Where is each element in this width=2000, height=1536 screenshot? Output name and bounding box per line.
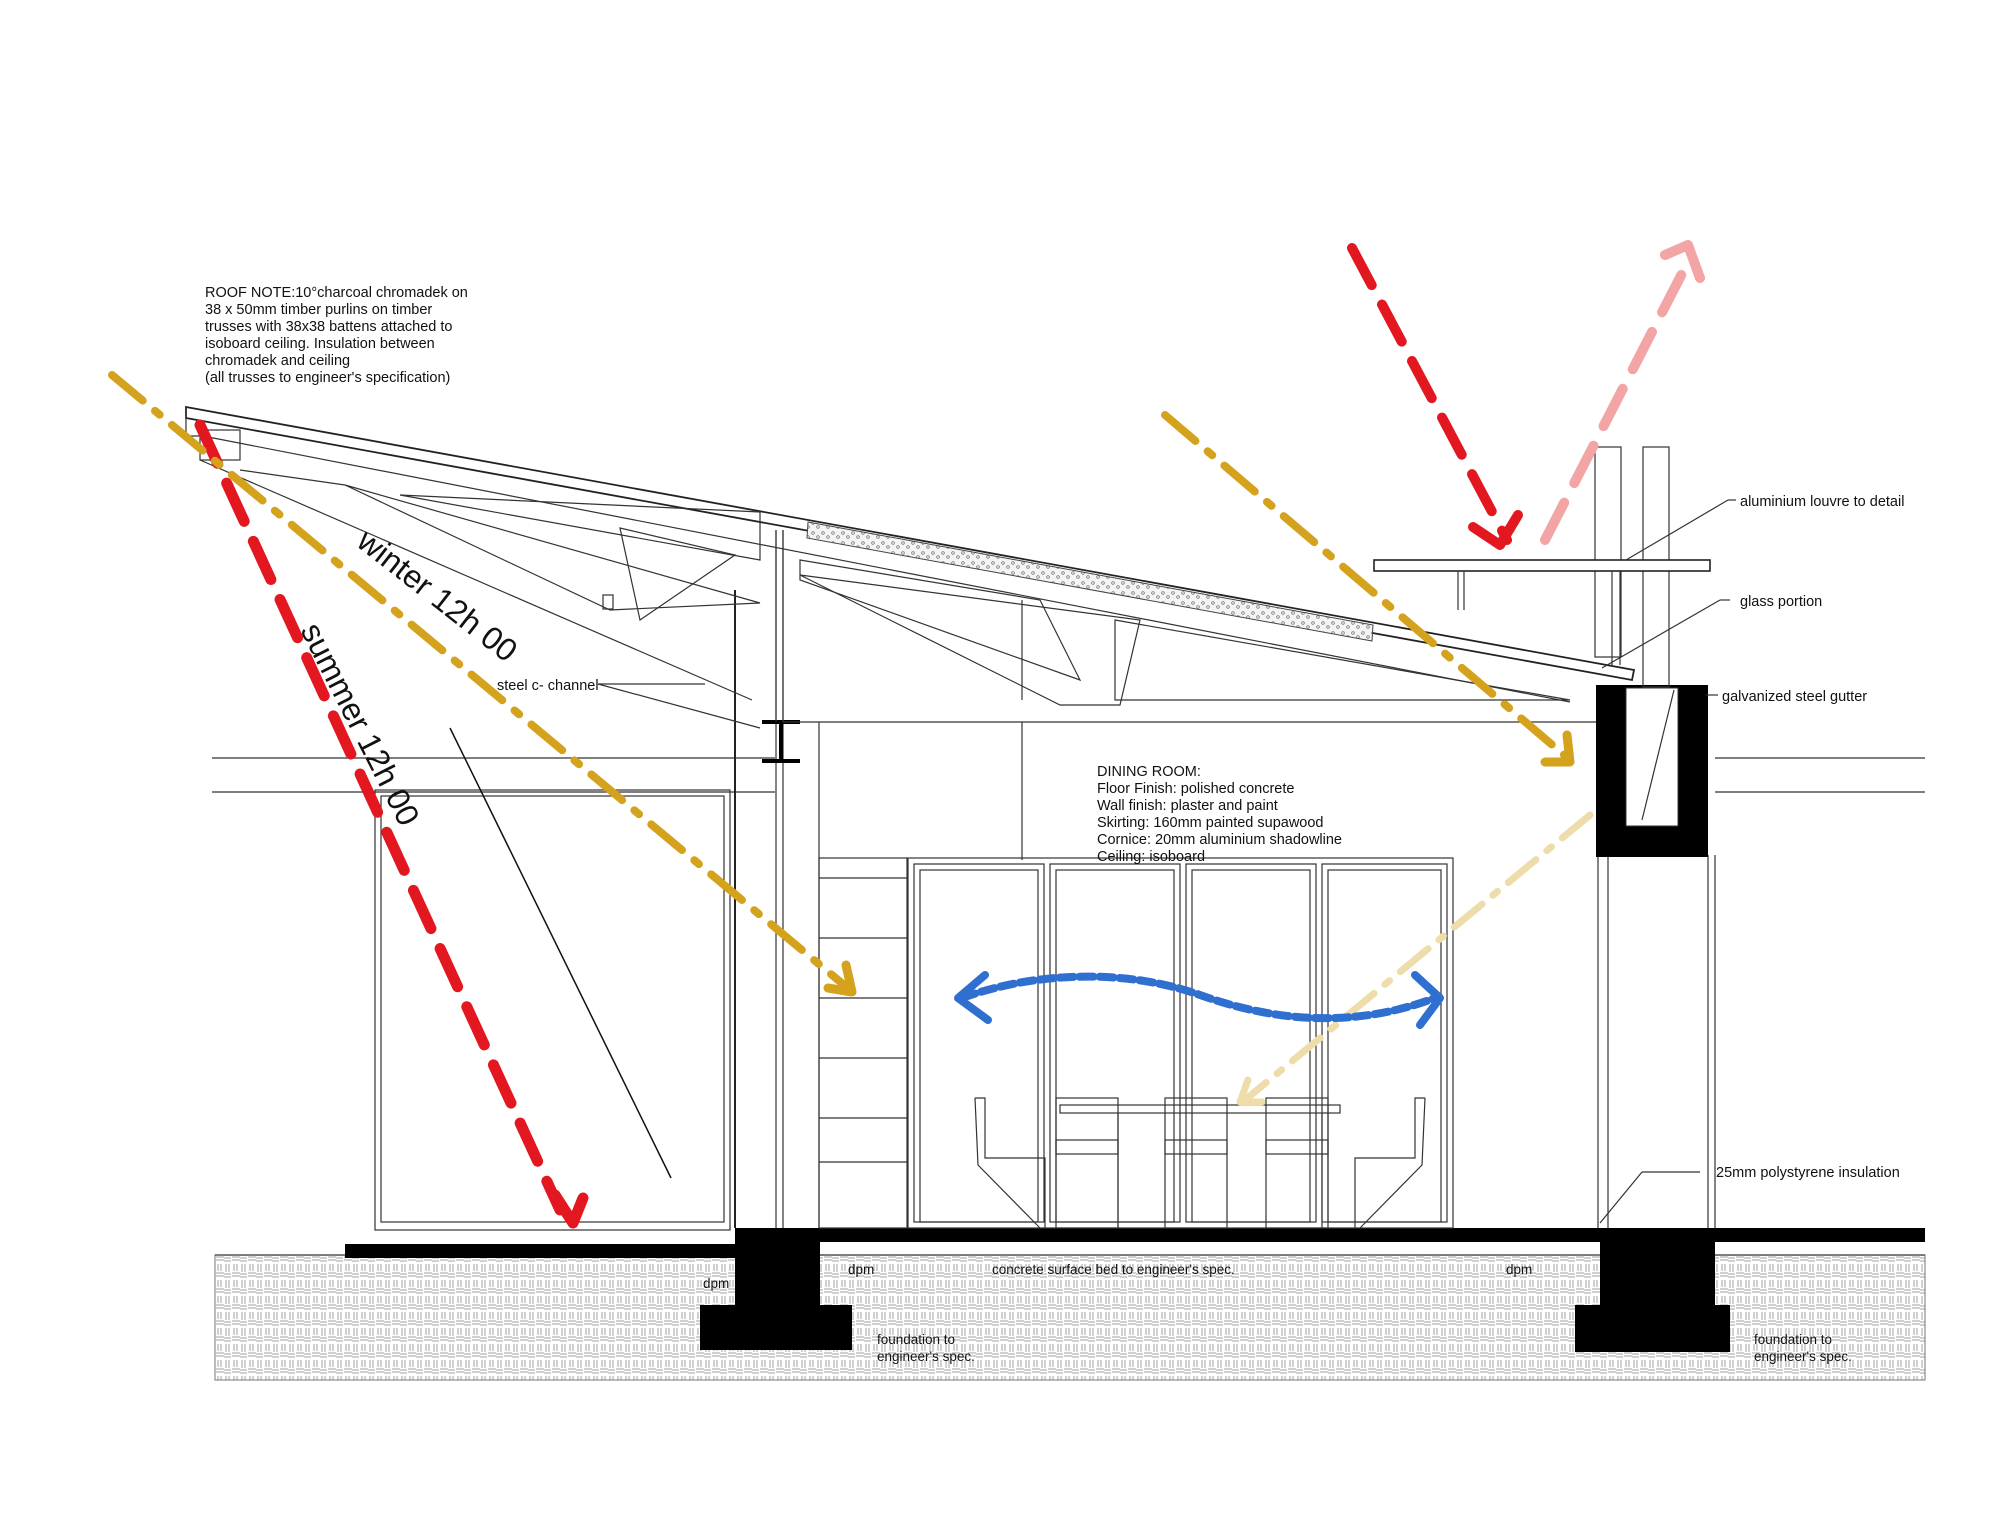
- channel-label: steel c- channel: [497, 678, 599, 694]
- summer-sun-arrowhead-right: [1468, 510, 1523, 550]
- svg-text:chromadek and ceiling: chromadek and ceiling: [205, 353, 350, 369]
- glass-label: glass portion: [1740, 594, 1822, 610]
- svg-text:trusses with 38x38 battens att: trusses with 38x38 battens attached to: [205, 319, 452, 335]
- roof-note-line: chromadek and ceiling: [205, 353, 350, 369]
- svg-text:38 x 50mm timber purlins on t: 38 x 50mm timber purlins on timber: [205, 302, 432, 318]
- dining-furniture: [974, 1097, 1426, 1229]
- air-arrowhead-left: [954, 971, 992, 1024]
- left-foundation: [700, 1228, 852, 1350]
- svg-text:ROOF NOTE:10°charcoal chromade: ROOF NOTE:10°charcoal chromadek on: [205, 285, 468, 301]
- reflected-arrow-group: [1540, 240, 1705, 545]
- louvre-label: aluminium louvre to detail: [1740, 494, 1904, 510]
- gutter-label: galvanized steel gutter: [1722, 689, 1867, 705]
- winter-sun-arrow-right: [1161, 411, 1574, 764]
- air-circulation-arrow-group: [954, 971, 1444, 1029]
- winter-sun-arrowhead: [823, 960, 857, 997]
- diffused-light-arrow: [1241, 811, 1594, 1104]
- summer-sun-label: summer 12h 00: [294, 617, 427, 831]
- winter-sun-arrow: [108, 371, 854, 994]
- svg-text:(all trusses to engineer's sp: (all trusses to engineer's specification…: [205, 370, 450, 386]
- insulation-label: 25mm polystyrene insulation: [1716, 1165, 1900, 1181]
- aluminium-louvre: [1373, 559, 1711, 572]
- summer-sun-arrow-right: [1347, 243, 1512, 545]
- roof-truss: [185, 405, 1636, 722]
- dining-note-line: DINING ROOM:: [1097, 764, 1201, 780]
- summer-sun-arrowhead: [549, 1189, 589, 1229]
- leader-lines: [597, 499, 1736, 1224]
- svg-text:DINING ROOM:: DINING ROOM:: [1097, 764, 1201, 780]
- dining-room-note: DINING ROOM: Floor Finish: polished conc…: [1097, 764, 1342, 865]
- dpm-label-left: dpm: [703, 1276, 729, 1291]
- diffused-light-arrowhead: [1236, 1076, 1266, 1106]
- svg-text:Wall finish: plaster and paint: Wall finish: plaster and paint: [1097, 798, 1278, 814]
- dpm-label-center: dpm: [848, 1262, 874, 1277]
- air-circulation-arrow: [958, 972, 1439, 1023]
- roof-note-line: (all trusses to engineer's specification…: [205, 370, 450, 386]
- summer-sun-arrow: [194, 419, 566, 1216]
- dining-note-line: Skirting: 160mm painted supawood: [1097, 815, 1324, 831]
- svg-text:Ceiling: isoboard: Ceiling: isoboard: [1097, 849, 1205, 865]
- roof-note-line: 38 x 50mm timber purlins on timber: [205, 302, 432, 318]
- dining-note-line: Floor Finish: polished concrete: [1097, 781, 1294, 797]
- dining-note-line: Ceiling: isoboard: [1097, 849, 1205, 865]
- right-foundation: [1575, 1228, 1730, 1352]
- summer-sun-arrow-group: [194, 243, 1523, 1229]
- svg-text:isoboard ceiling. Insulation b: isoboard ceiling. Insulation between: [205, 336, 435, 352]
- foundation-label-right-2: engineer's spec.: [1754, 1349, 1852, 1364]
- roof-note-line: ROOF NOTE:10°charcoal chromadek on: [205, 285, 468, 301]
- air-arrowhead-right: [1411, 971, 1444, 1029]
- roof-note: ROOF NOTE:10°charcoal chromadek on 38 x …: [205, 285, 468, 386]
- roof-note-line: isoboard ceiling. Insulation between: [205, 336, 435, 352]
- dining-note-line: Cornice: 20mm aluminium shadowline: [1097, 832, 1342, 848]
- surface-bed: [735, 1228, 1925, 1242]
- sliding-doors: [907, 857, 1454, 1229]
- dpm-label-right: dpm: [1506, 1262, 1532, 1277]
- outside-paving: [345, 1244, 735, 1258]
- door-swing-line: [449, 727, 672, 1179]
- svg-text:Skirting: 160mm painted supawo: Skirting: 160mm painted supawood: [1097, 815, 1324, 831]
- building-elevation: [212, 446, 1925, 1231]
- svg-text:Floor Finish: polished concret: Floor Finish: polished concrete: [1097, 781, 1294, 797]
- steel-i-section: [762, 720, 800, 763]
- roof-note-line: trusses with 38x38 battens attached to: [205, 319, 452, 335]
- reflected-arrowhead: [1660, 240, 1705, 283]
- winter-sun-arrowhead-right: [1540, 730, 1575, 767]
- surface-bed-label: concrete surface bed to engineer's spec.: [992, 1262, 1235, 1277]
- foundation-label-left-2: engineer's spec.: [877, 1349, 975, 1364]
- foundation-label-left-1: foundation to: [877, 1332, 955, 1347]
- winter-sun-arrow-group: [108, 371, 1594, 1106]
- dining-note-line: Wall finish: plaster and paint: [1097, 798, 1278, 814]
- reflected-arrow: [1540, 253, 1695, 545]
- ground-section: [214, 1228, 1926, 1381]
- foundation-label-right-1: foundation to: [1754, 1332, 1832, 1347]
- svg-text:Cornice: 20mm aluminium shadow: Cornice: 20mm aluminium shadowline: [1097, 832, 1342, 848]
